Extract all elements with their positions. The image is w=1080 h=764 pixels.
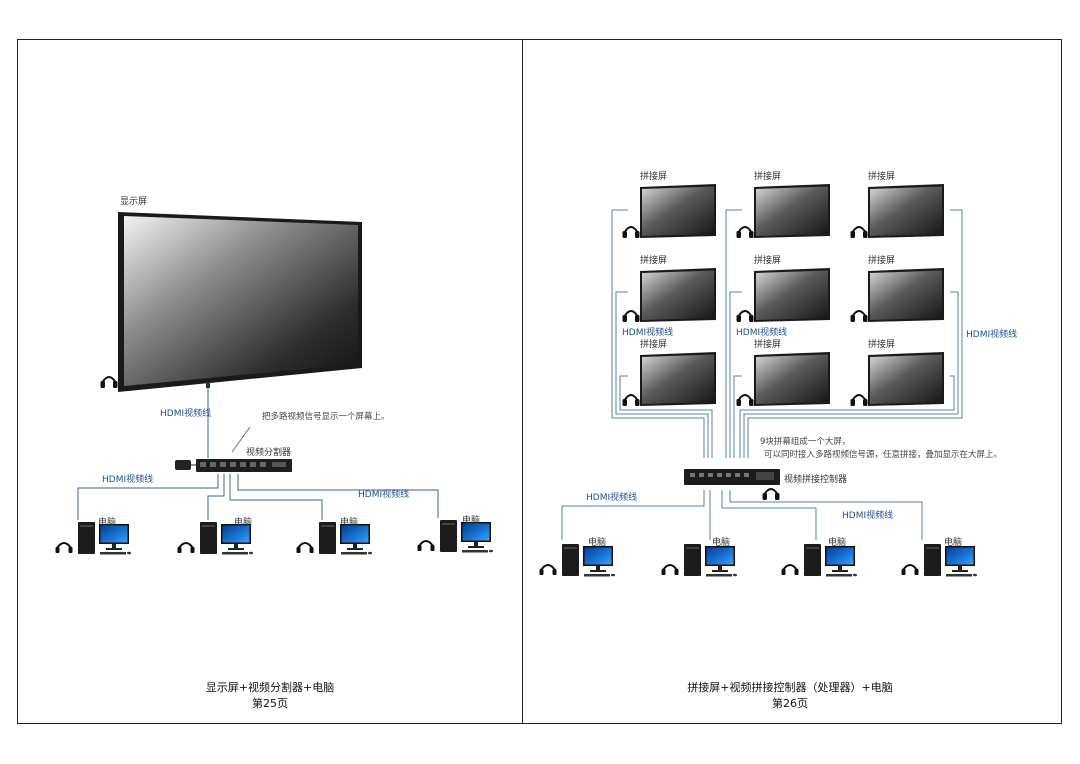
computer-icon [538, 543, 616, 578]
hdmi-connector-icon [206, 382, 210, 388]
computer-label: 电脑 [462, 516, 481, 526]
screen-label: 拼接屏 [868, 340, 896, 350]
power-adapter-icon [175, 460, 196, 470]
screen-label: 拼接屏 [640, 340, 668, 350]
screen-label: 拼接屏 [640, 256, 668, 266]
display-screen [118, 212, 362, 392]
computer-label: 电脑 [828, 538, 847, 548]
headset-icon [761, 488, 781, 501]
cable-label: HDMI视频线 [586, 493, 638, 503]
controller-label: 视频拼接控制器 [784, 475, 848, 485]
video-wall [640, 184, 944, 406]
computer-label: 电脑 [712, 538, 731, 548]
page-divider [522, 39, 523, 724]
computer-label: 电脑 [588, 538, 607, 548]
page-caption-26: 拼接屏+视频拼接控制器（处理器）+电脑 第26页 [665, 680, 915, 712]
splitter-label: 视频分割器 [246, 448, 292, 458]
computer-icon [900, 543, 978, 578]
cable-label: HDMI视频线 [736, 328, 788, 338]
cable-label: HDMI视频线 [160, 409, 212, 419]
page-number: 第26页 [772, 697, 808, 710]
cable-label: HDMI视频线 [622, 328, 674, 338]
cable-lines-right [561, 209, 963, 540]
computer-label: 电脑 [98, 518, 117, 528]
screen-label: 拼接屏 [754, 172, 782, 182]
cable-label: HDMI视频线 [102, 475, 154, 485]
screen-label: 拼接屏 [640, 172, 668, 182]
screen-label: 拼接屏 [754, 256, 782, 266]
display-label: 显示屏 [120, 197, 148, 207]
screen-label: 拼接屏 [868, 256, 896, 266]
page-caption-25: 显示屏+视频分割器+电脑 第25页 [145, 680, 395, 712]
computer-icon [660, 543, 738, 578]
note-text: 把多路视频信号显示一个屏幕上。 [262, 412, 390, 422]
caption-title: 拼接屏+视频拼接控制器（处理器）+电脑 [687, 681, 893, 694]
page-frame [17, 39, 1062, 724]
computer-label: 电脑 [340, 518, 359, 528]
headset-icon [99, 376, 119, 389]
computer-icon [295, 521, 373, 556]
note-pointer [231, 426, 251, 453]
cable-lines-left [77, 388, 439, 520]
computer-label: 电脑 [944, 538, 963, 548]
computer-label: 电脑 [234, 518, 253, 528]
cable-label: HDMI视频线 [842, 511, 894, 521]
video-wall-controller [684, 469, 780, 485]
screen-label: 拼接屏 [754, 340, 782, 350]
cable-label: HDMI视频线 [358, 490, 410, 500]
cable-label: HDMI视频线 [966, 330, 1018, 340]
page-number: 第25页 [252, 697, 288, 710]
video-splitter [196, 459, 292, 472]
note-text: 9块拼幕组成一个大屏， [760, 437, 851, 447]
note-text: 可以同时接入多路视频信号源，任意拼接，叠加显示在大屏上。 [764, 450, 1003, 460]
computer-icon [780, 543, 858, 578]
caption-title: 显示屏+视频分割器+电脑 [205, 681, 335, 694]
computer-icon [416, 519, 494, 554]
computer-icon [54, 521, 132, 556]
screen-label: 拼接屏 [868, 172, 896, 182]
